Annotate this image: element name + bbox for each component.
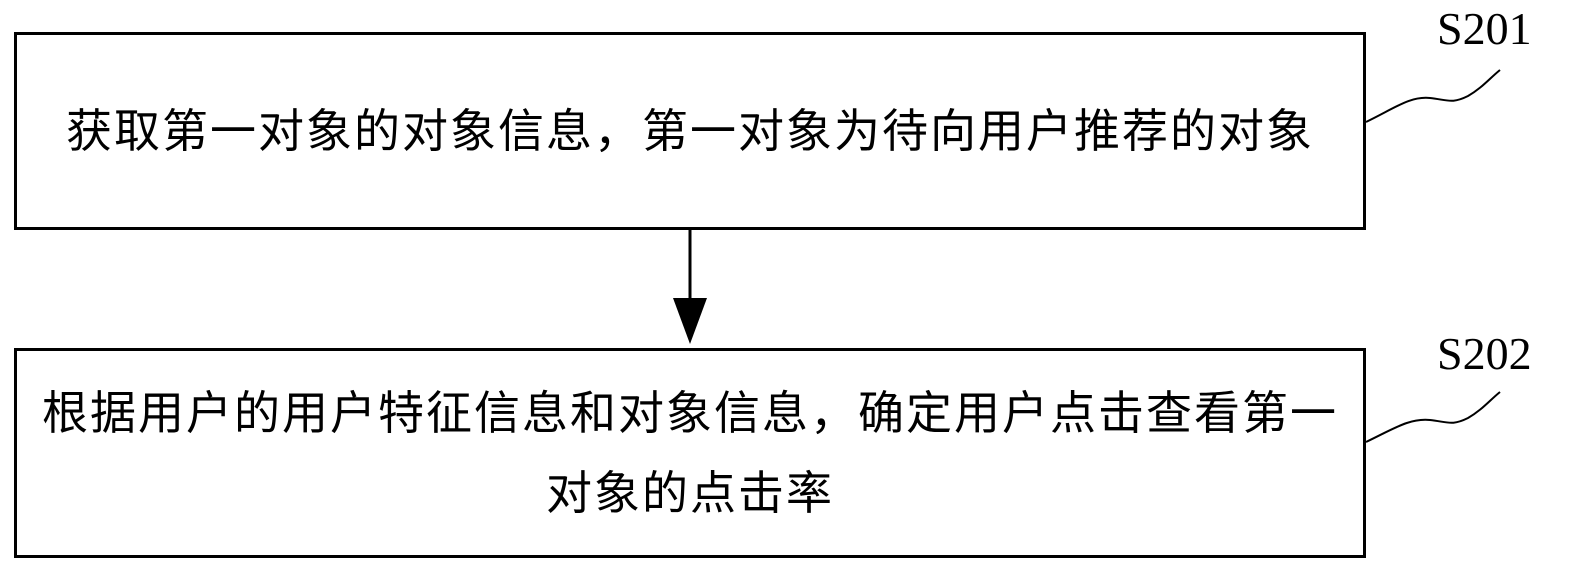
step-box-s202: 根据用户的用户特征信息和对象信息，确定用户点击查看第一对象的点击率 xyxy=(14,348,1366,558)
leader-line-s202 xyxy=(1365,391,1501,443)
flow-arrow-head xyxy=(673,298,707,344)
step-box-s201: 获取第一对象的对象信息，第一对象为待向用户推荐的对象 xyxy=(14,32,1366,230)
step-label-s201: S201 xyxy=(1437,3,1532,54)
leader-line-s201 xyxy=(1365,69,1501,123)
step-label-s202: S202 xyxy=(1437,328,1532,379)
step-text-s201: 获取第一对象的对象信息，第一对象为待向用户推荐的对象 xyxy=(66,104,1314,158)
step-text-s202: 根据用户的用户特征信息和对象信息，确定用户点击查看第一对象的点击率 xyxy=(42,386,1338,520)
